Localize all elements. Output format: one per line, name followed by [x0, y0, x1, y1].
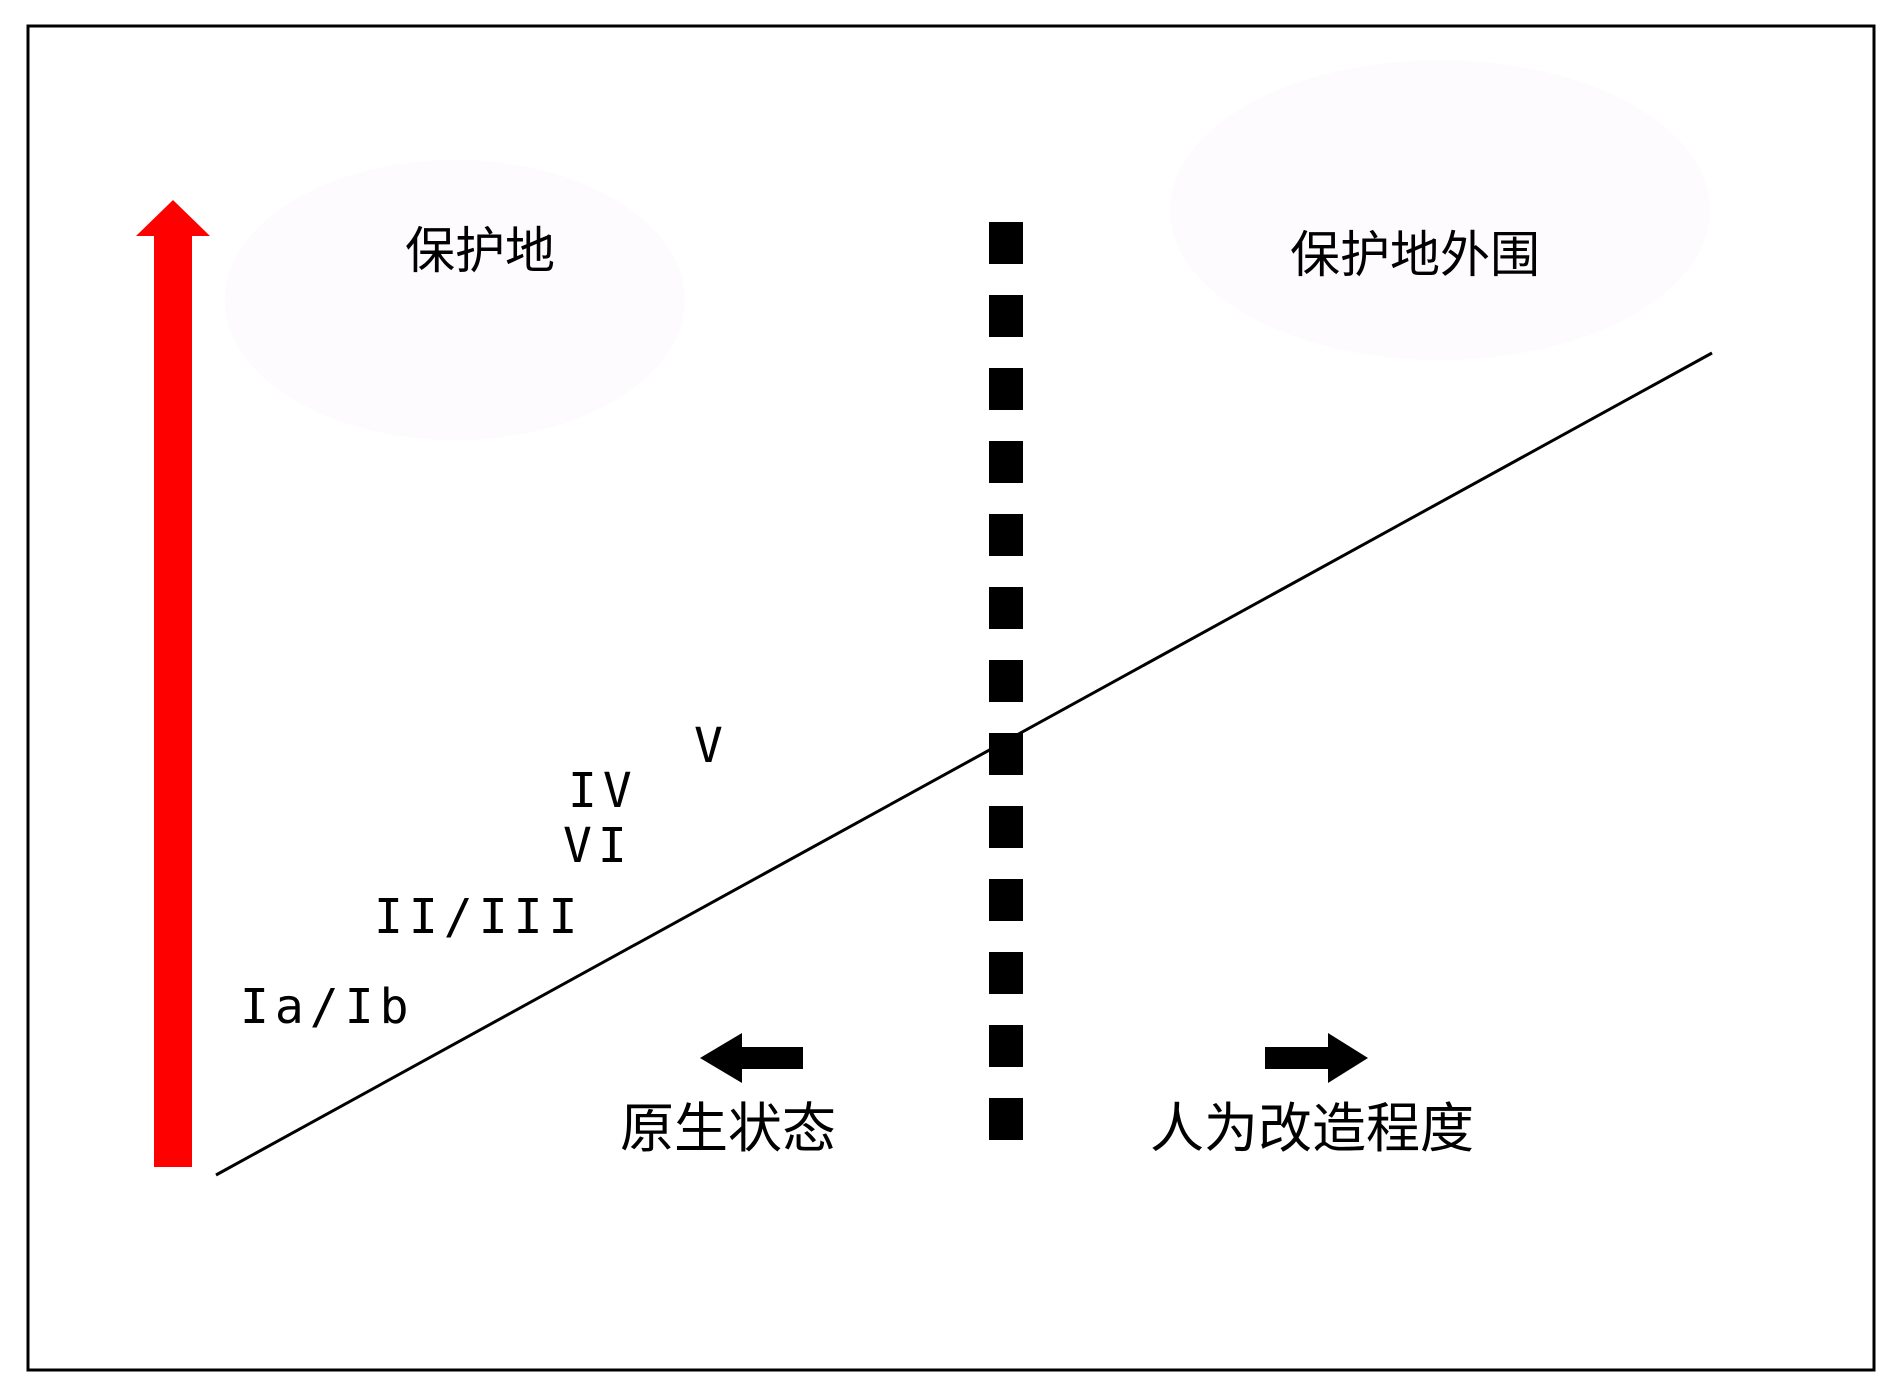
arrow-right-icon — [1265, 1033, 1368, 1083]
naturalness-trend-line — [215, 351, 1713, 1177]
boundary-dash-segment — [989, 514, 1023, 556]
boundary-dash-segment — [989, 879, 1023, 921]
boundary-dash-segment — [989, 587, 1023, 629]
protected-area-cloud — [225, 160, 685, 440]
outside-area-cloud — [1170, 60, 1710, 360]
diagram-frame — [26, 24, 1876, 1372]
boundary-dash-segment — [989, 806, 1023, 848]
boundary-dash-segment — [989, 441, 1023, 483]
boundary-dash-segment — [989, 368, 1023, 410]
category-label-ii-iii: II/III — [374, 889, 583, 945]
category-label-iv: IV — [568, 763, 638, 819]
protected-area-boundary — [989, 222, 1023, 1140]
boundary-dash-segment — [989, 952, 1023, 994]
boundary-dash-segment — [989, 1025, 1023, 1067]
boundary-dash-segment — [989, 660, 1023, 702]
protected-area-label: 保护地 — [405, 222, 555, 280]
category-label-vi: VI — [563, 818, 633, 874]
boundary-dash-segment — [989, 295, 1023, 337]
outside-protected-area-label: 保护地外围 — [1290, 226, 1540, 284]
arrow-up-icon — [136, 200, 210, 1167]
arrow-left-icon — [700, 1033, 803, 1083]
category-label-ia-ib: Ia/Ib — [240, 979, 415, 1035]
boundary-dash-segment — [989, 733, 1023, 775]
human-modification-label: 人为改造程度 — [1150, 1097, 1474, 1160]
boundary-dash-segment — [989, 1098, 1023, 1140]
boundary-dash-segment — [989, 222, 1023, 264]
category-label-v: V — [694, 718, 729, 774]
primitive-state-label: 原生状态 — [620, 1097, 836, 1160]
